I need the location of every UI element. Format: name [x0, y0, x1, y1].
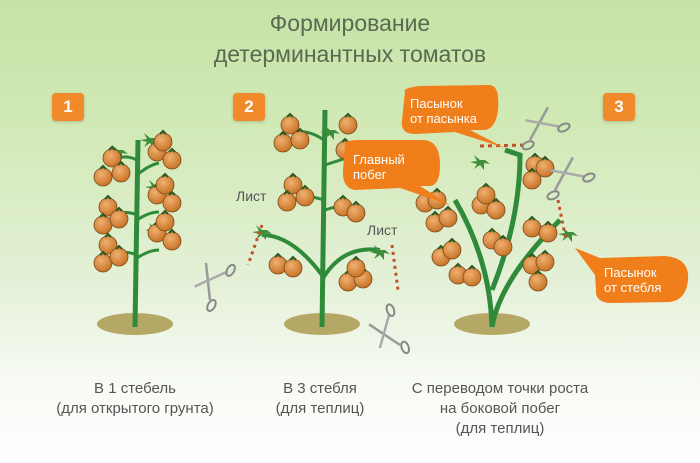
step-badge-2: 2 [233, 93, 265, 121]
label-line: Пасынок [410, 96, 463, 111]
caption-line: (для открытого грунта) [56, 400, 214, 417]
label-line: от пасынка [410, 111, 478, 126]
label-stepson-of-stepson: Пасынок от пасынка [410, 96, 477, 126]
caption-line: на боковой побег [439, 400, 561, 417]
bubble-stepson-of-stepson [401, 85, 505, 148]
caption-line: В 3 стебля [283, 380, 357, 397]
step-badge-1: 1 [52, 93, 84, 121]
scissors-icon [363, 301, 412, 364]
label-line: от стебля [604, 280, 662, 295]
cut-line-leaf-left [246, 224, 264, 266]
cut-line-stepson-top [479, 143, 526, 148]
caption-step-1: В 1 стебель (для открытого грунта) [20, 379, 250, 419]
label-line: Главный [353, 152, 405, 167]
plant-1 [93, 130, 182, 328]
scissors-icon [184, 251, 239, 314]
caption-line: (для теплиц) [275, 400, 365, 417]
caption-step-3: С переводом точки роста на боковой побег… [380, 379, 620, 439]
label-line: побег [353, 167, 387, 182]
plant-2 [184, 109, 412, 364]
page-title: Формирование детерминантных томатов [0, 8, 700, 70]
label-stepson-of-stem: Пасынок от стебля [604, 265, 661, 295]
step-badge-3: 3 [603, 93, 635, 121]
label-leaf-right: Лист [367, 222, 398, 238]
title-line-2: детерминантных томатов [213, 41, 487, 67]
caption-line: В 1 стебель [94, 380, 176, 397]
label-line: Пасынок [604, 265, 657, 280]
bubble-main-shoot [342, 140, 450, 205]
label-leaf-left: Лист [236, 188, 267, 204]
caption-line: (для теплиц) [455, 420, 545, 437]
caption-line: С переводом точки роста [411, 380, 589, 397]
label-main-shoot: Главный побег [353, 152, 405, 182]
plant-3 [415, 101, 598, 328]
caption-step-2: В 3 стебля (для теплиц) [240, 379, 400, 419]
title-line-1: Формирование [269, 10, 431, 36]
bubble-stepson-of-stem [575, 248, 689, 303]
cut-line-leaf-right [390, 244, 400, 291]
